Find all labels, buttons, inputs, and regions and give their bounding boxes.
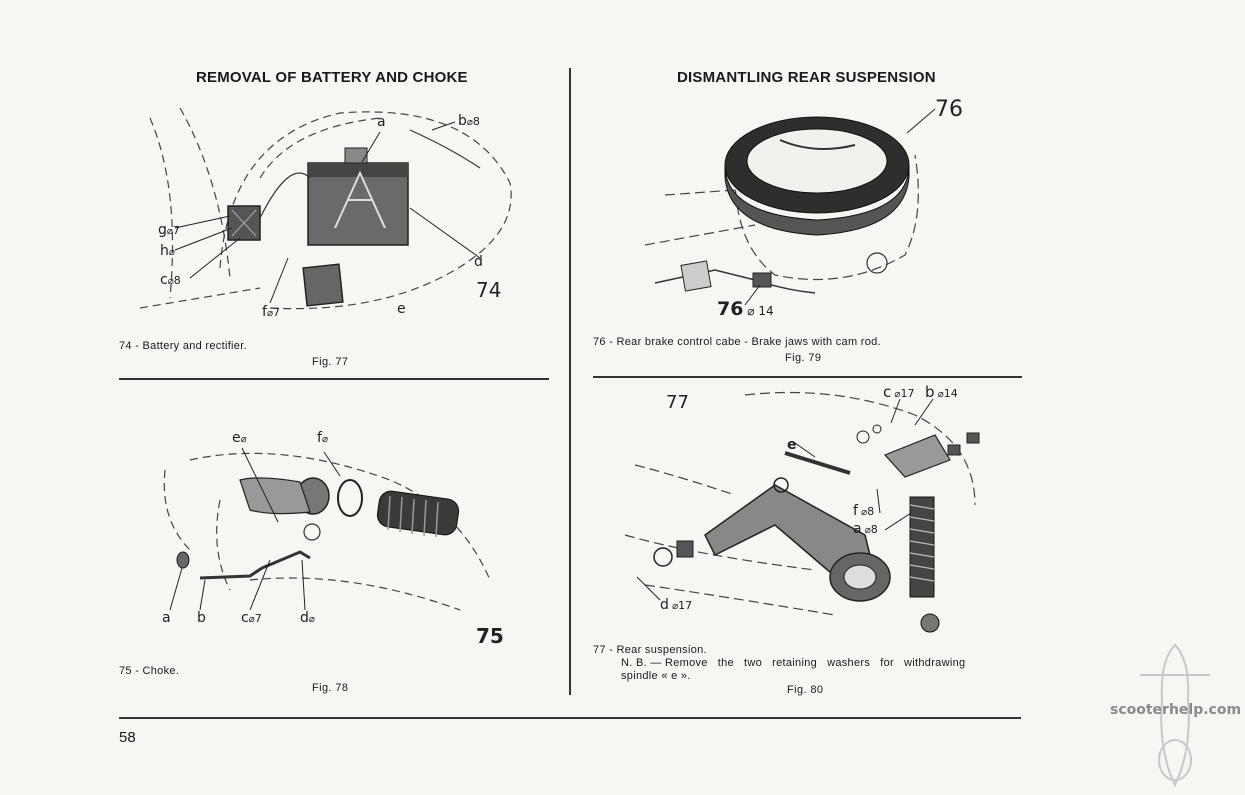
- column-divider: [569, 68, 571, 695]
- fig80-caption-line2: N. B. — Remove the two retaining washers…: [621, 657, 966, 669]
- fig78-callout-e: e⌀: [232, 430, 247, 446]
- fig79-caption: 76 - Rear brake control cabe - Brake jaw…: [593, 336, 881, 348]
- fig78-caption: 75 - Choke.: [119, 665, 180, 677]
- fig80-callout-a: a ⌀8: [853, 521, 878, 537]
- fig78-callout-b: b: [197, 610, 206, 626]
- fig80-callout-f: f ⌀8: [853, 503, 875, 519]
- fig80-callout-c: c ⌀17: [883, 383, 915, 401]
- fig77-label: Fig. 77: [312, 356, 349, 368]
- fig77-callout-d: d: [474, 254, 483, 270]
- fig78-callout-a: a: [162, 610, 171, 626]
- fig78-callout-f: f⌀: [317, 430, 328, 446]
- choke-drawing: [163, 447, 491, 611]
- fig78-label: Fig. 78: [312, 682, 349, 694]
- fig80-caption-line1: 77 - Rear suspension.: [593, 644, 707, 656]
- fig79-number-top: 76: [935, 97, 963, 122]
- fig77-number: 74: [476, 278, 502, 302]
- shock-absorber: [909, 496, 940, 633]
- page-number: 58: [119, 729, 136, 746]
- fig80-callout-b: b ⌀14: [925, 383, 958, 401]
- fig79-label: Fig. 79: [785, 352, 822, 364]
- fig77-callout-h: h⌀: [160, 243, 175, 259]
- choke-bellows: [376, 490, 460, 538]
- scooter-watermark-logo: [1140, 643, 1210, 788]
- battery-rectifier-drawing: [140, 107, 512, 310]
- fig77-callout-b: b⌀8: [458, 113, 480, 129]
- rear-brake-drawing: [645, 108, 936, 306]
- left-divider: [119, 378, 549, 380]
- right-divider: [593, 376, 1022, 378]
- fig78-callout-d: d⌀: [300, 610, 315, 626]
- fig77-caption: 74 - Battery and rectifier.: [119, 340, 247, 352]
- rear-suspension-drawing: [624, 391, 980, 633]
- fig80-callout-e: e: [787, 437, 797, 453]
- rectifier-body: [227, 205, 261, 241]
- fig77-callout-c: c⌀8: [160, 272, 181, 288]
- fig77-callout-e: e: [397, 301, 406, 317]
- fig80-caption-line3: spindle « e ».: [621, 670, 691, 682]
- watermark-text: scooterhelp.com: [1110, 702, 1242, 718]
- fig77-callout-g: g⌀7: [158, 222, 180, 238]
- fig77-callout-f: f⌀7: [262, 304, 280, 320]
- fig79-number-bottom: 76 ⌀ 14: [717, 298, 774, 320]
- left-section-title: REMOVAL OF BATTERY AND CHOKE: [196, 69, 468, 86]
- fig78-callout-c: c⌀7: [241, 610, 262, 626]
- right-section-title: DISMANTLING REAR SUSPENSION: [677, 69, 936, 86]
- fig80-number: 77: [666, 392, 689, 413]
- fig80-label: Fig. 80: [787, 684, 824, 696]
- fig80-callout-d: d ⌀17: [660, 597, 693, 613]
- fig78-number: 75: [476, 624, 504, 648]
- battery-body: [307, 147, 409, 246]
- bottom-rule: [119, 717, 1021, 719]
- fig77-callout-a: a: [377, 114, 386, 130]
